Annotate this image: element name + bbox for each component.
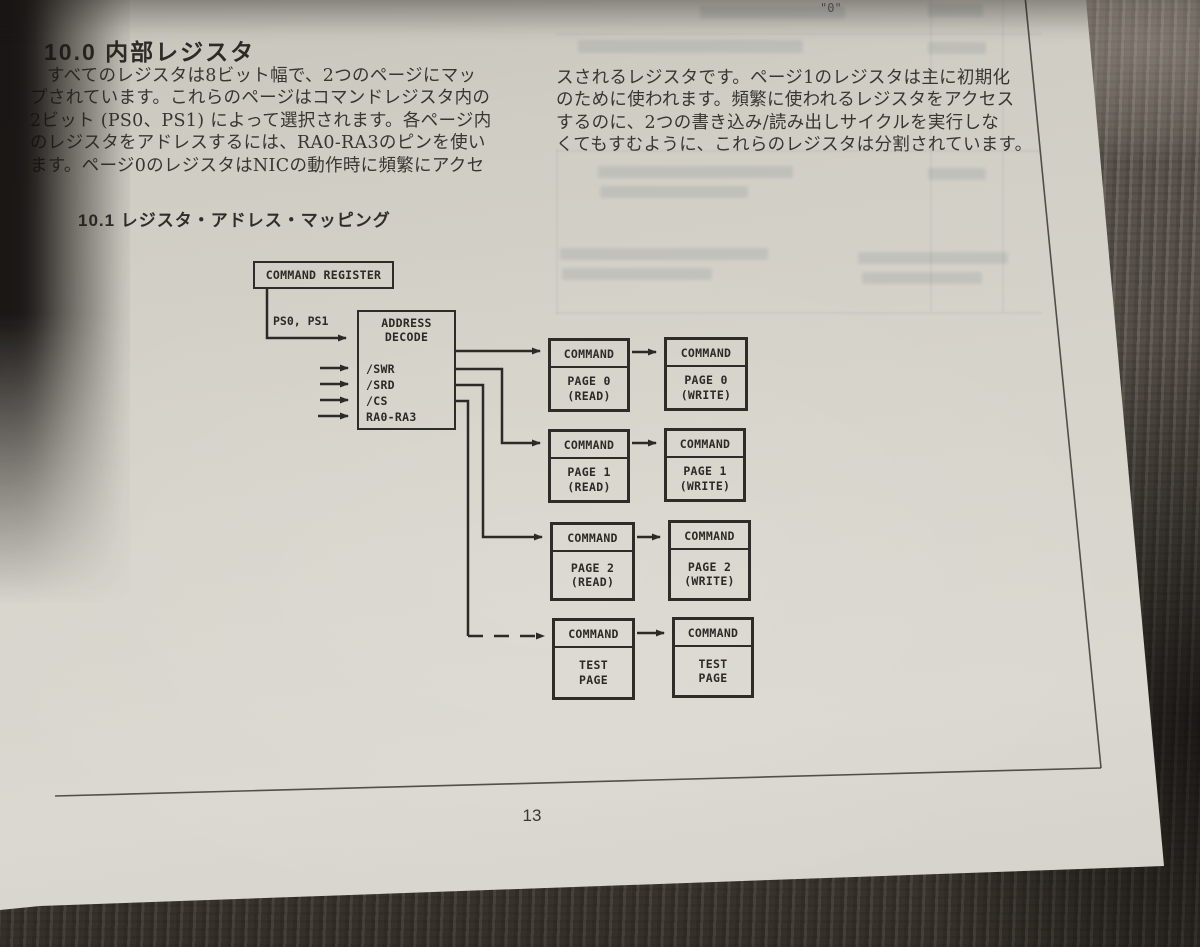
show-through-text-blur bbox=[578, 40, 803, 53]
register-box-page2-read: COMMAND PAGE 2 (READ) bbox=[550, 522, 635, 601]
register-box-body: PAGE 0 (READ) bbox=[551, 368, 627, 409]
register-box-test-read: COMMAND TEST PAGE bbox=[552, 618, 635, 700]
address-decode-box: ADDRESS DECODE /SWR /SRD /CS RA0-RA3 bbox=[357, 310, 456, 430]
show-through-text-blur bbox=[598, 166, 793, 178]
register-box-line: (READ) bbox=[570, 575, 615, 589]
register-box-line: (READ) bbox=[567, 479, 611, 494]
register-box-page1-write: COMMAND PAGE 1 (WRITE) bbox=[664, 428, 746, 502]
register-box-line: (READ) bbox=[567, 388, 611, 403]
register-box-header: COMMAND bbox=[553, 525, 632, 552]
register-box-line: (WRITE) bbox=[679, 478, 731, 493]
register-box-line: PAGE 2 bbox=[687, 559, 732, 574]
show-through-grid-line bbox=[556, 33, 1042, 35]
register-box-body: PAGE 1 (WRITE) bbox=[667, 458, 743, 499]
register-box-line: PAGE 1 bbox=[567, 465, 611, 479]
input-label-srd: /SRD bbox=[366, 378, 395, 392]
address-decode-title: ADDRESS DECODE bbox=[359, 312, 454, 344]
show-through-grid-line bbox=[556, 312, 1042, 314]
register-box-header: COMMAND bbox=[551, 432, 627, 459]
register-box-line: (WRITE) bbox=[684, 574, 735, 588]
page-frame-right-rule bbox=[1024, 0, 1102, 769]
paragraph-line: ます。ページ0のレジスタはNICの動作時に頻繁にアクセ bbox=[30, 155, 485, 176]
subsection-title: 10.1 レジスタ・アドレス・マッピング bbox=[78, 211, 391, 230]
show-through-text-blur bbox=[928, 4, 983, 17]
input-label-cs: /CS bbox=[366, 394, 388, 408]
register-box-line: PAGE 0 bbox=[684, 373, 728, 387]
register-box-header: COMMAND bbox=[667, 340, 745, 367]
register-box-body: TEST PAGE bbox=[675, 647, 751, 695]
register-box-line: PAGE 1 bbox=[683, 464, 727, 478]
paragraph-line: のレジスタをアドレスするには、RA0-RA3のピンを使い bbox=[30, 133, 486, 154]
left-column-paragraph: すべてのレジスタは8ビット幅で、2つのページにマッ プされています。これらのペー… bbox=[30, 65, 530, 177]
input-label-swr: /SWR bbox=[366, 362, 395, 376]
register-box-line: PAGE bbox=[579, 672, 608, 687]
register-box-body: PAGE 2 (WRITE) bbox=[671, 550, 748, 598]
show-through-grid-line bbox=[556, 150, 558, 315]
show-through-text-blur bbox=[928, 168, 986, 180]
command-register-box: COMMAND REGISTER bbox=[253, 261, 394, 289]
register-box-page0-read: COMMAND PAGE 0 (READ) bbox=[548, 338, 630, 412]
test-page-connector bbox=[455, 399, 470, 636]
paragraph-line: 2ビット (PS0、PS1) によって選択されます。各ページ内 bbox=[30, 110, 492, 131]
register-box-header: COMMAND bbox=[675, 620, 751, 647]
paragraph-line: すべてのレジスタは8ビット幅で、2つのページにマッ bbox=[47, 66, 477, 86]
input-label-ra0-ra3: RA0-RA3 bbox=[366, 410, 417, 424]
register-box-body: TEST PAGE bbox=[555, 648, 632, 697]
register-box-header: COMMAND bbox=[667, 431, 743, 458]
register-box-line: (WRITE) bbox=[680, 387, 732, 402]
show-through-text-blur bbox=[700, 6, 845, 19]
page2-connector bbox=[455, 383, 543, 541]
register-box-page2-write: COMMAND PAGE 2 (WRITE) bbox=[668, 520, 751, 601]
command-register-label: COMMAND REGISTER bbox=[265, 268, 382, 282]
show-through-text-blur bbox=[562, 268, 712, 280]
register-box-page0-write: COMMAND PAGE 0 (WRITE) bbox=[664, 337, 748, 411]
show-through-zero-mark: "0" bbox=[820, 1, 842, 15]
right-column-paragraph: スされるレジスタです。ページ1のレジスタは主に初期化 のために使われます。頻繁に… bbox=[556, 67, 1033, 157]
register-box-header: COMMAND bbox=[671, 523, 748, 550]
paragraph-line: プされています。これらのページはコマンドレジスタ内の bbox=[30, 88, 491, 109]
register-box-body: PAGE 2 (READ) bbox=[553, 552, 632, 598]
page-number: 13 bbox=[522, 806, 542, 825]
register-box-line: PAGE 2 bbox=[570, 560, 615, 575]
register-box-line: TEST bbox=[698, 656, 728, 671]
register-box-line: PAGE bbox=[698, 671, 728, 685]
register-box-header: COMMAND bbox=[555, 621, 632, 648]
paragraph-line: スされるレジスタです。ページ1のレジスタは主に初期化 bbox=[556, 68, 1011, 88]
show-through-text-blur bbox=[600, 186, 748, 198]
register-box-body: PAGE 1 (READ) bbox=[551, 459, 627, 500]
show-through-text-blur bbox=[858, 252, 1008, 264]
section-title: 10.0 内部レジスタ bbox=[44, 39, 256, 65]
address-decode-title-line: ADDRESS bbox=[381, 316, 432, 330]
register-box-header: COMMAND bbox=[551, 341, 627, 368]
register-box-test-write: COMMAND TEST PAGE bbox=[672, 617, 754, 698]
show-through-text-blur bbox=[862, 272, 982, 284]
address-decode-title-line: DECODE bbox=[384, 329, 429, 344]
page-frame-bottom-rule bbox=[54, 767, 1102, 797]
ps-signal-label: PS0, PS1 bbox=[273, 314, 329, 328]
show-through-text-blur bbox=[928, 42, 986, 54]
register-box-line: TEST bbox=[579, 658, 608, 672]
register-box-body: PAGE 0 (WRITE) bbox=[667, 367, 745, 408]
show-through-text-blur bbox=[560, 248, 768, 260]
paragraph-line: のために使われます。頻繁に使われるレジスタをアクセス bbox=[556, 90, 1015, 111]
paragraph-line: くてもすむように、これらのレジスタは分割されています。 bbox=[556, 135, 1033, 156]
paragraph-line: するのに、2つの書き込み/読み出しサイクルを実行しな bbox=[556, 112, 1000, 133]
register-box-line: PAGE 0 bbox=[567, 374, 611, 388]
page1-connector bbox=[455, 367, 541, 447]
register-box-page1-read: COMMAND PAGE 1 (READ) bbox=[548, 429, 630, 503]
top-edge-shadow bbox=[0, 0, 1110, 36]
